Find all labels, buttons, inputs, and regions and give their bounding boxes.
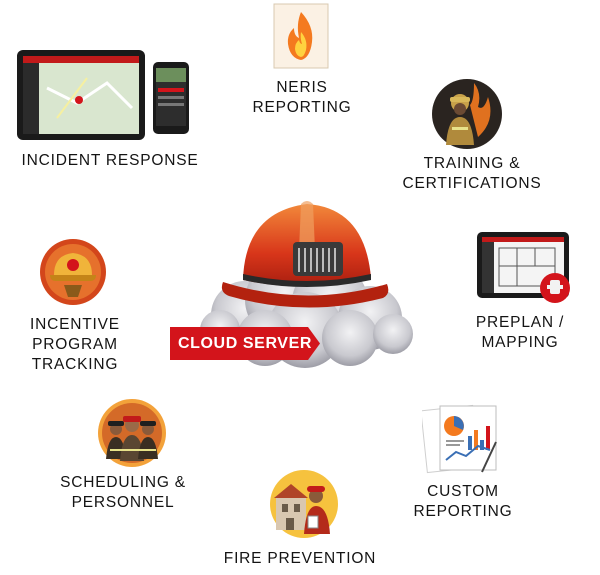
scheduling-icon-wrap [96,397,168,469]
firefighter-helmet-icon [221,201,389,308]
custom-reporting-icon-wrap [422,402,502,474]
floorplan-tablet-icon [477,232,570,303]
firefighter-in-fire-icon [432,79,502,149]
fire-prevention-icon-wrap [268,468,340,540]
tablet-phone-map-icon [17,50,189,140]
incentive-icon-wrap [38,237,108,307]
firefighter-crew-icon [98,399,166,467]
preplan-icon-wrap [477,232,577,308]
neris-reporting-icon-wrap [272,2,330,70]
incident-response-label: INCIDENT RESPONSE [21,152,199,169]
preplan-mapping-label: PREPLAN / MAPPING [475,314,565,351]
cloud-server-banner: CLOUD SERVER [170,327,320,360]
scheduling-personnel-label: SCHEDULING & PERSONNEL [60,474,186,511]
custom-reporting-label: CUSTOM REPORTING [413,483,513,520]
report-charts-icon [422,404,497,474]
fire-prevention-label: FIRE PREVENTION [223,550,377,567]
inspector-building-icon [270,470,338,538]
flame-poster-icon [273,3,329,69]
helmet-graphic [215,190,395,310]
incident-response-icon-wrap [17,48,197,143]
training-certifications-label: TRAINING & CERTIFICATIONS [402,155,542,192]
incentive-program-tracking-label: INCENTIVE PROGRAM TRACKING [30,316,120,373]
neris-reporting-label: NERIS REPORTING [252,79,352,116]
training-icon-wrap [430,77,504,151]
helmet-badge-icon [40,239,106,305]
